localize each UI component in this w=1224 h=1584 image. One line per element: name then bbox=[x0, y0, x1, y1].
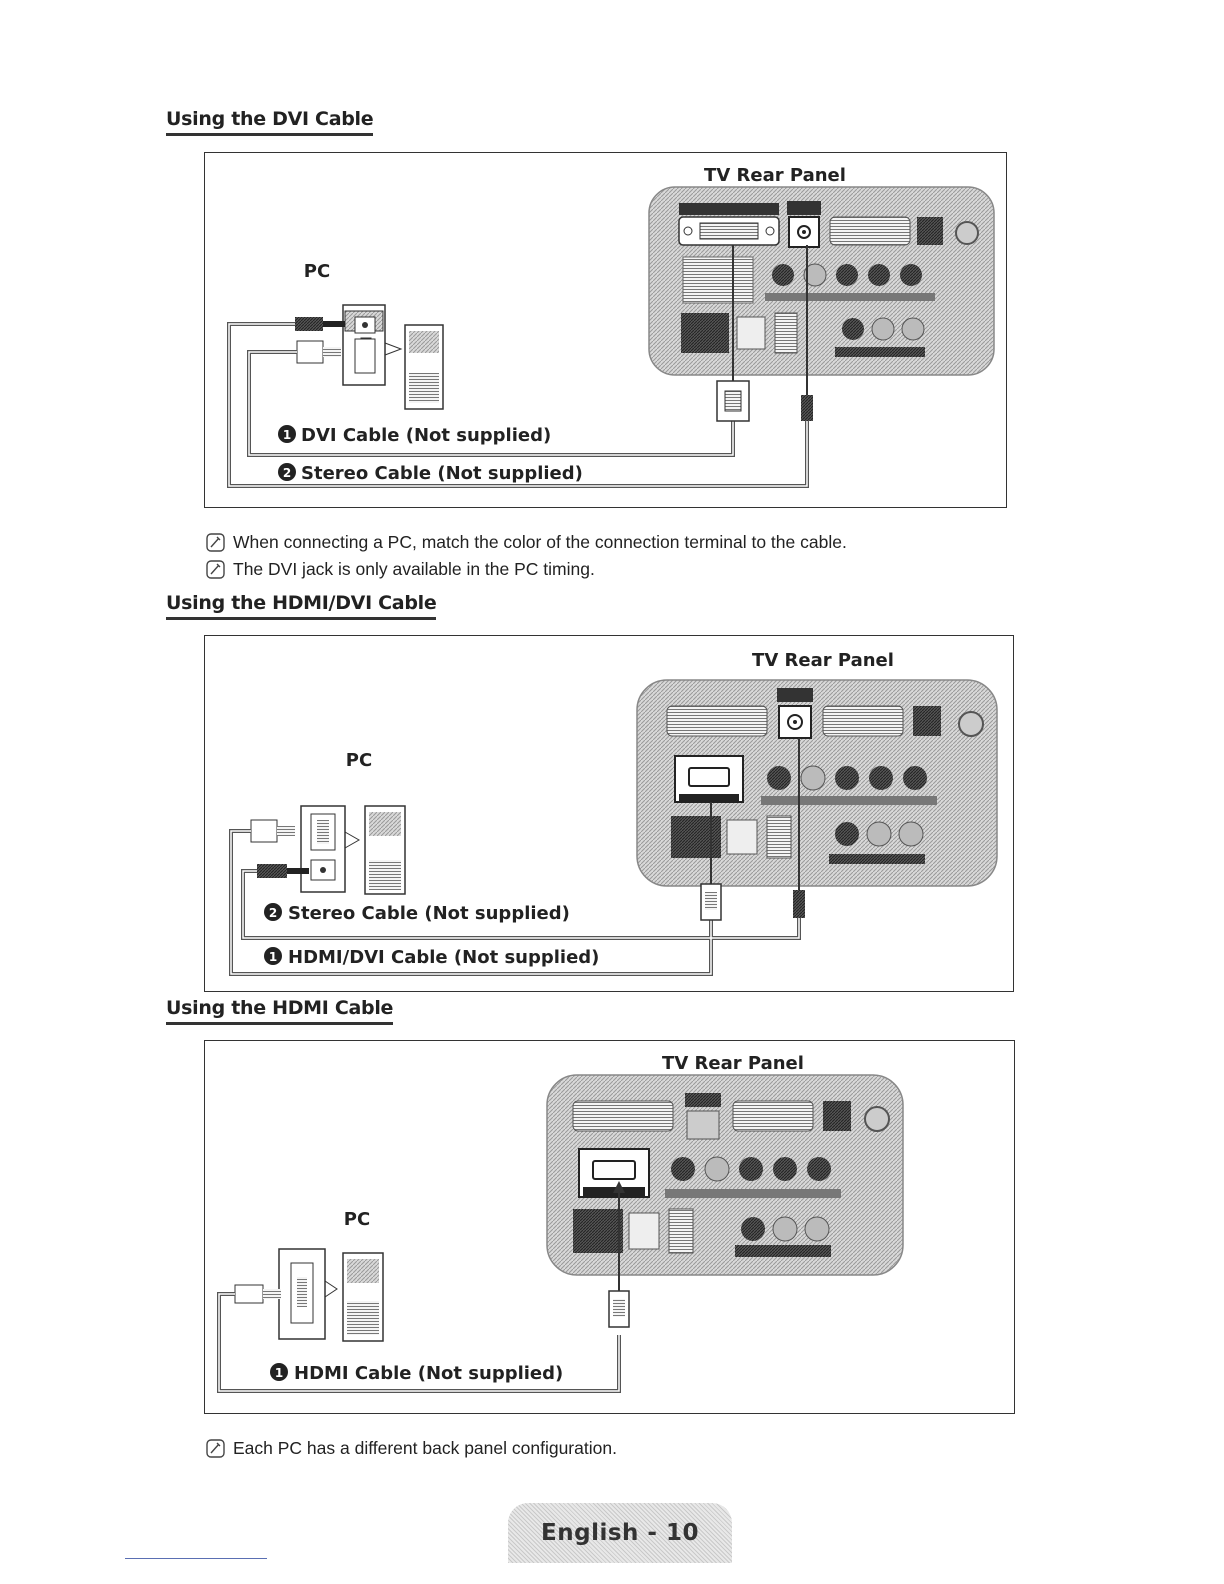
pc-back-panel-image bbox=[250, 805, 406, 895]
callout-hdmi-dvi-cable: HDMI/DVI Cable (Not supplied) bbox=[288, 947, 599, 968]
section-heading-hdmi: Using the HDMI Cable bbox=[166, 997, 393, 1025]
callout-dvi-cable: DVI Cable (Not supplied) bbox=[301, 425, 551, 446]
page-number: English - 10 bbox=[541, 1520, 699, 1546]
hdmi-dvi-connection-diagram: TV Rear Panel PC 2 Stereo Cable (Not sup… bbox=[204, 635, 1014, 992]
pc-label-hdmi: PC bbox=[344, 1209, 370, 1230]
svg-text:2: 2 bbox=[283, 466, 291, 480]
hdmi-connection-diagram: TV Rear Panel PC 1 HDMI Cable (Not suppl… bbox=[204, 1040, 1015, 1414]
note-color-match: When connecting a PC, match the color of… bbox=[206, 532, 847, 553]
numbered-circle-icon: 1 bbox=[270, 1363, 288, 1381]
numbered-circle-icon: 1 bbox=[278, 425, 296, 443]
tv-rear-panel-image bbox=[636, 679, 998, 887]
note-icon bbox=[206, 560, 225, 579]
note-text: When connecting a PC, match the color of… bbox=[233, 532, 847, 552]
callout-hdmi-cable: HDMI Cable (Not supplied) bbox=[294, 1363, 563, 1384]
svg-text:1: 1 bbox=[269, 950, 277, 964]
callout-stereo-cable: Stereo Cable (Not supplied) bbox=[288, 903, 570, 924]
pc-back-panel-image bbox=[234, 1248, 384, 1342]
svg-text:1: 1 bbox=[275, 1366, 283, 1380]
pc-label-hdmi-dvi: PC bbox=[346, 750, 372, 771]
note-dvi-timing: The DVI jack is only available in the PC… bbox=[206, 559, 595, 580]
section-heading-hdmi-dvi: Using the HDMI/DVI Cable bbox=[166, 592, 437, 620]
numbered-circle-icon: 2 bbox=[264, 903, 282, 921]
dvi-connection-diagram: TV Rear Panel PC 1 DVI Cable (Not suppli… bbox=[204, 152, 1007, 508]
note-icon bbox=[206, 533, 225, 552]
numbered-circle-icon: 2 bbox=[278, 463, 296, 481]
note-icon bbox=[206, 1439, 225, 1458]
panel-label-hdmi: TV Rear Panel bbox=[662, 1053, 804, 1074]
svg-text:2: 2 bbox=[269, 906, 277, 920]
tv-rear-panel-image bbox=[648, 186, 995, 376]
section-heading-dvi: Using the DVI Cable bbox=[166, 108, 374, 136]
pc-back-panel-image bbox=[295, 304, 444, 410]
page-number-badge: English - 10 bbox=[508, 1503, 732, 1563]
footer-divider bbox=[125, 1558, 267, 1559]
callout-stereo-cable: Stereo Cable (Not supplied) bbox=[301, 463, 583, 484]
svg-text:1: 1 bbox=[283, 428, 291, 442]
panel-label-hdmi-dvi: TV Rear Panel bbox=[752, 650, 894, 671]
panel-label-dvi: TV Rear Panel bbox=[704, 165, 846, 186]
note-back-panel: Each PC has a different back panel confi… bbox=[206, 1438, 617, 1459]
note-text: Each PC has a different back panel confi… bbox=[233, 1438, 617, 1458]
pc-label-dvi: PC bbox=[304, 261, 330, 282]
numbered-circle-icon: 1 bbox=[264, 947, 282, 965]
note-text: The DVI jack is only available in the PC… bbox=[233, 559, 595, 579]
tv-rear-panel-image bbox=[546, 1074, 904, 1276]
